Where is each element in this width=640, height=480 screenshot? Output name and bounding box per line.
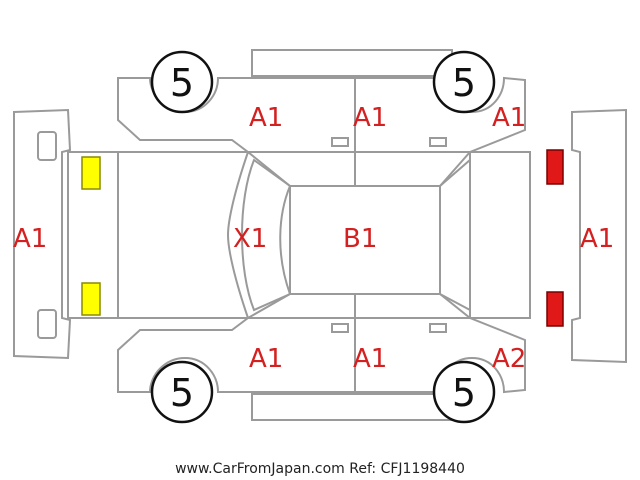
label-left-rear-door: A1	[353, 103, 387, 133]
right-rear-handle	[429, 323, 447, 333]
tire-right-rear-value: 5	[452, 371, 476, 415]
taillight-top	[546, 149, 564, 185]
label-right-quarter: A2	[492, 344, 526, 374]
tire-right-front-value: 5	[170, 371, 194, 415]
left-rear-handle	[429, 137, 447, 147]
tire-left-rear: 5	[432, 50, 496, 114]
tire-left-rear-value: 5	[452, 61, 476, 105]
tire-right-front: 5	[150, 360, 214, 424]
watermark: www.CarFromJapan.com Ref: CFJ1198440	[175, 461, 465, 477]
label-hood: X1	[233, 224, 267, 254]
label-left-quarter: A1	[492, 103, 526, 133]
rear-bumper	[571, 108, 627, 364]
tire-left-front: 5	[150, 50, 214, 114]
left-front-handle	[331, 137, 349, 147]
tire-left-front-value: 5	[170, 61, 194, 105]
right-front-handle	[331, 323, 349, 333]
hood-panel	[226, 151, 249, 319]
headlight-bottom	[81, 282, 101, 316]
taillight-bottom	[546, 291, 564, 327]
label-right-rear-door: A1	[353, 344, 387, 374]
rear-window	[439, 157, 471, 312]
windshield	[241, 158, 292, 312]
label-right-front-door: A1	[249, 344, 283, 374]
front-bumper	[13, 108, 72, 360]
left-rocker	[251, 49, 453, 77]
tire-right-rear: 5	[432, 360, 496, 424]
label-left-front-door: A1	[249, 103, 283, 133]
label-roof: B1	[343, 224, 377, 254]
headlight-top	[81, 156, 101, 190]
trunk-lid	[469, 151, 531, 319]
label-front-bumper: A1	[13, 224, 47, 254]
front-bumper-slot-top	[37, 131, 57, 161]
label-rear-bumper: A1	[580, 224, 614, 254]
front-bumper-slot-bottom	[37, 309, 57, 339]
right-rocker	[251, 393, 453, 421]
